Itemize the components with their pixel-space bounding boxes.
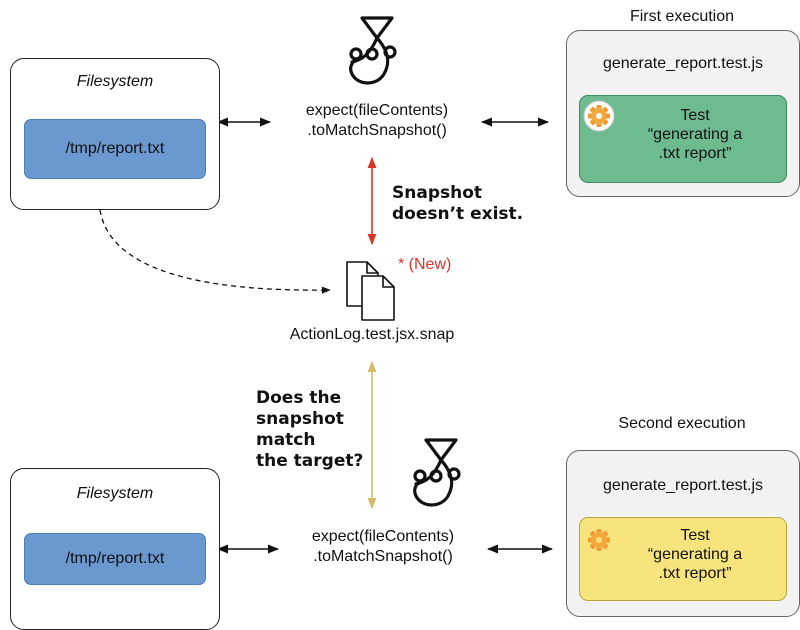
condition-top-line-2: doesn’t exist. bbox=[392, 204, 524, 224]
snapshot-match-question: Does the snapshot match the target? bbox=[256, 388, 363, 472]
expect-call-bottom: expect(fileContents) .toMatchSnapshot() bbox=[278, 527, 488, 567]
condition-bottom-line-2: snapshot bbox=[256, 409, 344, 429]
condition-bottom-line-3: match bbox=[256, 430, 316, 450]
expect-line-1: expect(fileContents) bbox=[305, 102, 449, 119]
expect-call-top: expect(fileContents) .toMatchSnapshot() bbox=[272, 101, 482, 141]
condition-bottom-line-4: the target? bbox=[256, 451, 364, 471]
expect-line-1: expect(fileContents) bbox=[311, 528, 455, 545]
filesystem-box-bottom: Filesystem /tmp/report.txt bbox=[10, 468, 220, 630]
filesystem-title: Filesystem bbox=[76, 73, 154, 90]
condition-bottom-line-1: Does the bbox=[256, 388, 342, 408]
dashed-write-arrow bbox=[99, 209, 331, 294]
condition-top-line-1: Snapshot bbox=[392, 183, 483, 203]
report-file-box: /tmp/report.txt bbox=[24, 119, 206, 179]
report-file-box: /tmp/report.txt bbox=[24, 533, 206, 585]
test-case-box: Test “generating a .txt report” bbox=[579, 517, 787, 601]
test-file-box-top: generate_report.test.js Test “generating… bbox=[566, 30, 800, 197]
filesystem-box-top: Filesystem /tmp/report.txt bbox=[10, 58, 220, 210]
test-name-line-1: “generating a bbox=[647, 126, 743, 143]
expect-line-2: .toMatchSnapshot() bbox=[313, 548, 453, 565]
test-case-box: Test “generating a .txt report” bbox=[579, 95, 787, 183]
snapshot-file-name: ActionLog.test.jsx.snap bbox=[289, 326, 455, 343]
test-file-name: generate_report.test.js bbox=[602, 55, 764, 72]
filesystem-title: Filesystem bbox=[76, 485, 154, 502]
test-label: Test bbox=[680, 527, 710, 544]
first-execution-label: First execution bbox=[629, 8, 735, 25]
new-snapshot-tag: * (New) bbox=[398, 256, 452, 273]
snapshot-missing-note: Snapshot doesn’t exist. bbox=[392, 183, 523, 225]
expect-line-2: .toMatchSnapshot() bbox=[307, 122, 447, 139]
test-label: Test bbox=[680, 107, 710, 124]
test-name-line-2: .txt report” bbox=[658, 145, 732, 162]
test-file-name: generate_report.test.js bbox=[602, 477, 764, 494]
second-execution-label: Second execution bbox=[618, 415, 746, 432]
test-file-box-bottom: generate_report.test.js Test “generating… bbox=[566, 450, 800, 617]
test-name-line-2: .txt report” bbox=[658, 565, 732, 582]
test-name-line-1: “generating a bbox=[647, 546, 743, 563]
